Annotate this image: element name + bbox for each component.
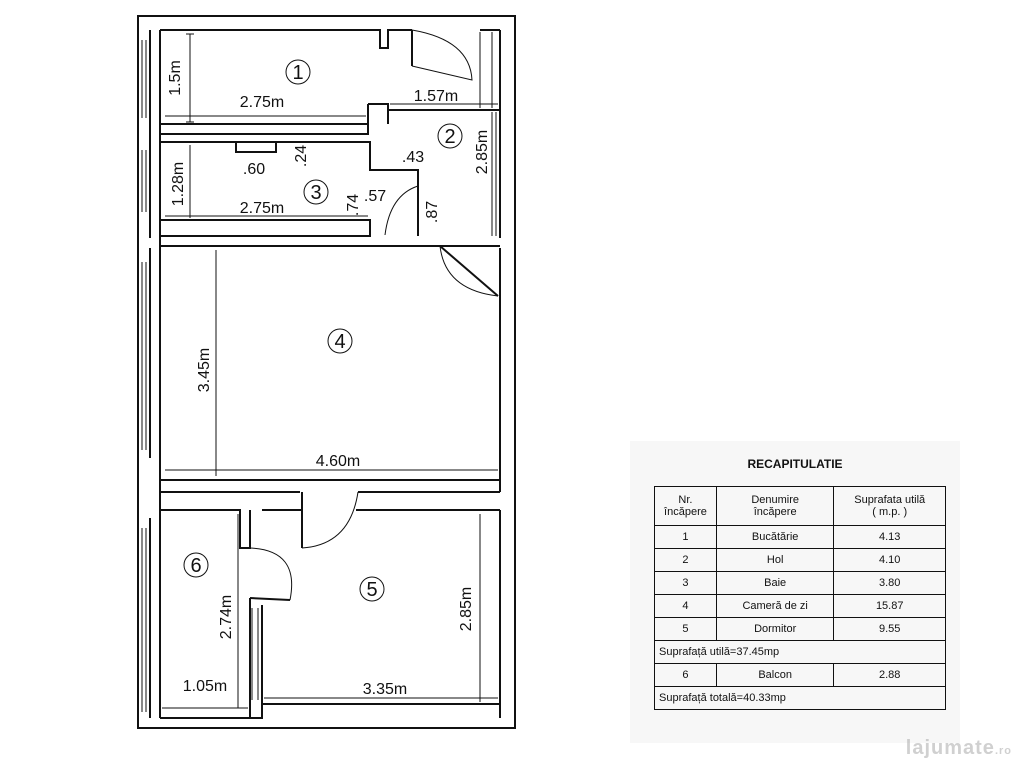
grand-total: Suprafață totală=40.33mp: [654, 686, 946, 710]
room-number: 2: [444, 126, 455, 148]
room-number: 6: [190, 555, 201, 577]
room-number: 3: [310, 182, 321, 204]
row-name: Baie: [715, 571, 835, 595]
interior-walls: [160, 29, 500, 719]
row-area: 3.80: [833, 571, 946, 595]
dim-r3-width: 2.75m: [240, 200, 284, 217]
room-marker-5: 5: [359, 576, 385, 602]
row-area: 4.13: [833, 525, 946, 549]
dim-r3-a: .60: [243, 161, 265, 178]
row-name: Balcon: [715, 663, 835, 687]
dim-r5-width: 3.35m: [363, 681, 407, 698]
row-nr: 5: [654, 617, 717, 641]
dim-r2-width: 1.57m: [414, 88, 458, 105]
dim-r6-height: 2.74m: [218, 595, 235, 639]
row-name: Hol: [715, 548, 835, 572]
row-area: 4.10: [833, 548, 946, 572]
row-name: Dormitor: [715, 617, 835, 641]
dim-r2-height: 2.85m: [474, 130, 491, 174]
room-marker-4: 4: [327, 328, 353, 354]
room-number: 1: [292, 62, 303, 84]
dim-r4-width: 4.60m: [316, 453, 360, 470]
dim-r4-height: 3.45m: [196, 348, 213, 392]
table-row: 5 Dormitor 9.55: [654, 617, 946, 641]
row-nr: 2: [654, 548, 717, 572]
table-row: 4 Cameră de zi 15.87: [654, 594, 946, 618]
room-marker-2: 2: [437, 123, 463, 149]
table-row: 1 Bucătărie 4.13: [654, 525, 946, 549]
outer-walls: [137, 15, 516, 729]
row-area: 9.55: [833, 617, 946, 641]
doors: [249, 29, 499, 601]
row-nr: 4: [654, 594, 717, 618]
dim-r3-b: .24: [293, 145, 310, 167]
row-nr: 6: [654, 663, 717, 687]
room-number: 5: [366, 579, 377, 601]
room-marker-3: 3: [303, 179, 329, 205]
dim-r3-c: .74: [345, 194, 362, 216]
header-nr: Nr.încăpere: [654, 486, 717, 526]
room-marker-1: 1: [285, 59, 311, 85]
row-name: Bucătărie: [715, 525, 835, 549]
dim-r1-width: 2.75m: [240, 94, 284, 111]
balcony-row: 6 Balcon 2.88: [654, 663, 946, 687]
dim-r2-wall: .43: [402, 149, 424, 166]
row-area: 2.88: [833, 663, 946, 687]
header-area: Suprafata utilă( m.p. ): [833, 486, 946, 526]
table-row: 3 Baie 3.80: [654, 571, 946, 595]
table-row: 2 Hol 4.10: [654, 548, 946, 572]
dim-r6-width: 1.05m: [183, 678, 227, 695]
row-name: Cameră de zi: [715, 594, 835, 618]
useful-total: Suprafață utilă=37.45mp: [654, 640, 946, 664]
row-nr: 3: [654, 571, 717, 595]
dim-r1-height: 1.5m: [167, 60, 184, 96]
dim-r3-e: .87: [424, 201, 441, 223]
row-area: 15.87: [833, 594, 946, 618]
watermark-logo: lajumate.ro: [905, 737, 1012, 759]
dim-r3-height: 1.28m: [170, 162, 187, 206]
dim-r3-d: .57: [364, 188, 386, 205]
row-nr: 1: [654, 525, 717, 549]
dimension-lines: [162, 33, 498, 709]
room-marker-6: 6: [183, 552, 209, 578]
useful-total-row: Suprafață utilă=37.45mp: [654, 640, 946, 664]
room-number: 4: [334, 331, 345, 353]
dim-r5-height: 2.85m: [458, 587, 475, 631]
windows: [141, 32, 493, 712]
grand-total-row: Suprafață totală=40.33mp: [654, 686, 946, 710]
recap-title: RECAPITULATIE: [747, 457, 843, 471]
